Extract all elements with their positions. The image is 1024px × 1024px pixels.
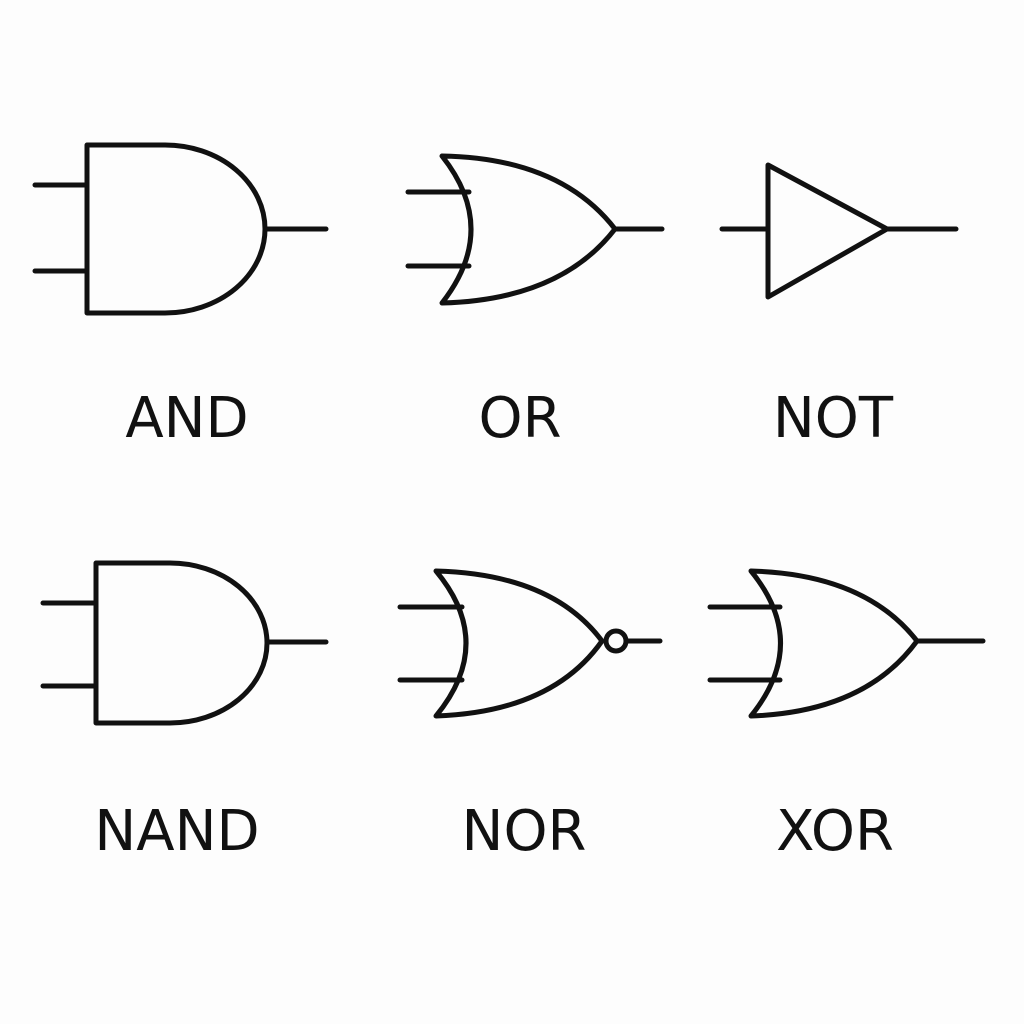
xor-gate-icon [707,568,986,719]
nor-gate-label: NOR [462,799,587,864]
xor-gate: XOR [707,568,986,864]
nand-gate-icon [40,560,329,726]
not-gate-icon [719,162,959,300]
not-gate: NOT [719,162,959,451]
nor-inversion-bubble [603,628,629,654]
or-gate-icon [405,153,665,306]
nand-gate: NAND [40,560,329,864]
and-gate-icon [32,142,329,316]
xor-gate-label: XOR [776,799,894,864]
and-gate-label: AND [125,386,248,451]
nor-gate: NOR [397,568,663,864]
or-gate: OR [405,153,665,451]
not-gate-label: NOT [773,386,894,451]
or-gate-label: OR [479,386,562,451]
nand-gate-label: NAND [94,799,259,864]
nor-gate-icon [397,568,663,719]
and-gate: AND [32,142,329,451]
